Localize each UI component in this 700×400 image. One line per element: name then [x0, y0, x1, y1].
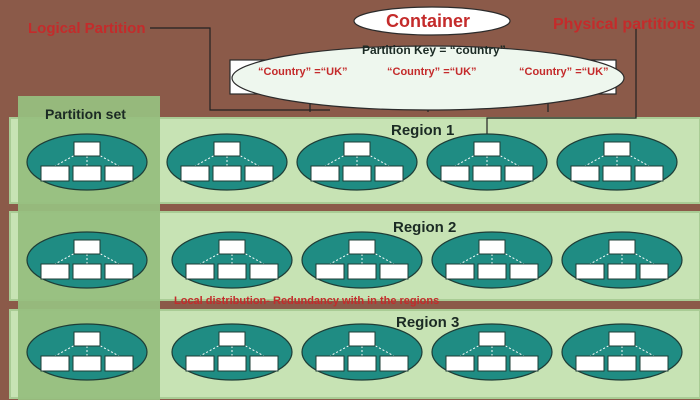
partition-node [561, 231, 683, 289]
partition-node [301, 323, 423, 381]
redundancy-note: Local distribution- Redundancy with in t… [174, 295, 440, 307]
logical-partition-label: Logical Partition [28, 20, 146, 37]
partition-node [26, 323, 148, 381]
partition-node [426, 133, 548, 191]
partition-node [171, 231, 293, 289]
partition-node [296, 133, 418, 191]
partition-node [431, 231, 553, 289]
region-3-label: Region 3 [396, 314, 460, 331]
partition-key: Partition Key = “country” [362, 43, 506, 57]
partition-value-1: “Country” =“UK” [258, 66, 348, 78]
partition-node [26, 231, 148, 289]
container-top-disk [353, 6, 511, 36]
partition-node [171, 323, 293, 381]
partition-node [431, 323, 553, 381]
physical-partitions-label: Physical partitions [553, 16, 696, 33]
partition-value-3: “Country” =“UK” [519, 66, 609, 78]
partition-node [26, 133, 148, 191]
physical-partitions-connector [486, 28, 637, 142]
partition-set-label: Partition set [45, 106, 126, 122]
partition-node [166, 133, 288, 191]
partition-node [561, 323, 683, 381]
logical-partition-connector [150, 27, 330, 111]
partition-node [556, 133, 678, 191]
partition-value-2: “Country” =“UK” [387, 66, 477, 78]
region-1-label: Region 1 [391, 122, 455, 139]
container-title: Container [386, 11, 471, 31]
region-2-label: Region 2 [393, 219, 457, 236]
container-base-disk [231, 45, 625, 111]
partition-node [301, 231, 423, 289]
